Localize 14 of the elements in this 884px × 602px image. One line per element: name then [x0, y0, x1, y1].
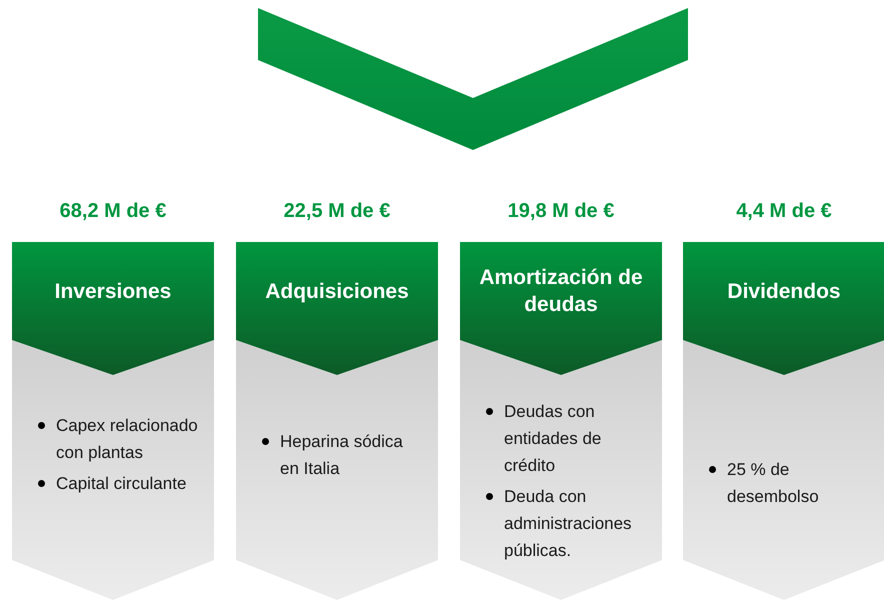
bullet-item: Deuda con administraciones públicas. [482, 483, 648, 564]
amount-label: 19,8 M de € [506, 200, 616, 223]
bullet-item: Capital circulante [34, 470, 200, 497]
bullet-item: Heparina sódica en Italia [258, 428, 424, 482]
amount-label: 4,4 M de € [735, 200, 833, 223]
bullet-item: 25 % de desembolso [705, 456, 871, 510]
column-heading: Amortización de deudas [478, 265, 644, 318]
bullet-item: Deudas con entidades de crédito [482, 398, 648, 479]
amount-label: 68,2 M de € [58, 200, 168, 223]
column-heading: Adquisiciones [264, 278, 410, 304]
amount-label: 22,5 M de € [282, 200, 392, 223]
column-heading: Inversiones [54, 278, 172, 304]
bullet-item: Capex relacionado con plantas [34, 412, 200, 466]
column-heading: Dividendos [726, 278, 842, 304]
